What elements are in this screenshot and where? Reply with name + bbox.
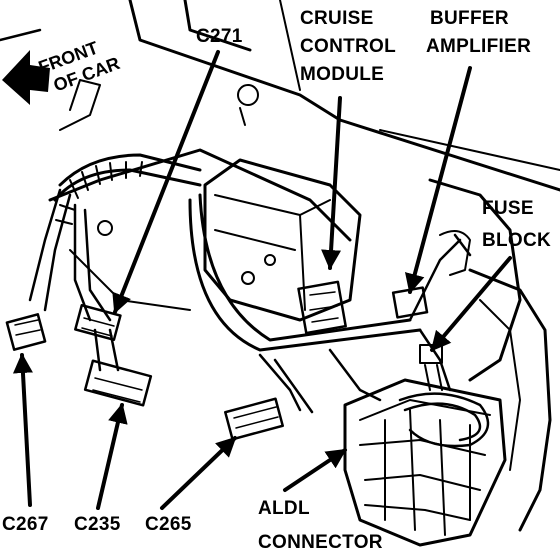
callout-arrow-c235 bbox=[96, 403, 128, 510]
callout-arrows bbox=[12, 50, 512, 510]
callout-arrow-c265 bbox=[160, 436, 237, 510]
front-direction-arrow-icon bbox=[2, 50, 50, 105]
label-buffer-amplifier: BUFFER AMPLIFIER bbox=[426, 8, 531, 57]
label-cruise-control-module: CRUISE CONTROL MODULE bbox=[300, 8, 396, 85]
callout-arrow-c267 bbox=[12, 353, 33, 507]
label-c265: C265 bbox=[145, 514, 192, 535]
connector-c235-art bbox=[83, 359, 153, 407]
front-of-car-label: FRONT OF CAR bbox=[36, 38, 123, 96]
aldl-label-line-1: ALDL bbox=[258, 498, 310, 519]
label-c235: C235 bbox=[74, 514, 121, 535]
connector-c265-art bbox=[224, 397, 284, 441]
buffer-label-line-2: AMPLIFIER bbox=[426, 36, 531, 57]
cruise-label-line-1: CRUISE bbox=[300, 8, 374, 29]
callout-arrow-cruise-module bbox=[321, 96, 342, 270]
connector-c267-art bbox=[5, 313, 47, 351]
connector-c271-art bbox=[74, 303, 122, 341]
callout-arrow-buffer-amplifier bbox=[404, 66, 472, 294]
label-fuse-block: FUSE BLOCK bbox=[482, 198, 551, 251]
fuse-label-line-2: BLOCK bbox=[482, 230, 551, 251]
cruise-label-line-3: MODULE bbox=[300, 64, 384, 85]
buffer-label-line-1: BUFFER bbox=[430, 8, 509, 29]
label-aldl-connector: ALDL CONNECTOR bbox=[258, 498, 383, 553]
cruise-label-line-2: CONTROL bbox=[300, 36, 396, 57]
vehicle-structure-art bbox=[0, 0, 560, 547]
cruise-module-connector-art bbox=[297, 280, 347, 335]
callout-arrow-aldl bbox=[283, 448, 347, 492]
fuse-label-line-1: FUSE bbox=[482, 198, 534, 219]
callout-arrow-c271 bbox=[112, 50, 220, 314]
aldl-label-line-2: CONNECTOR bbox=[258, 532, 383, 553]
label-c267: C267 bbox=[2, 514, 49, 535]
callout-arrow-fuse-block bbox=[430, 256, 512, 352]
label-c271: C271 bbox=[196, 26, 243, 47]
